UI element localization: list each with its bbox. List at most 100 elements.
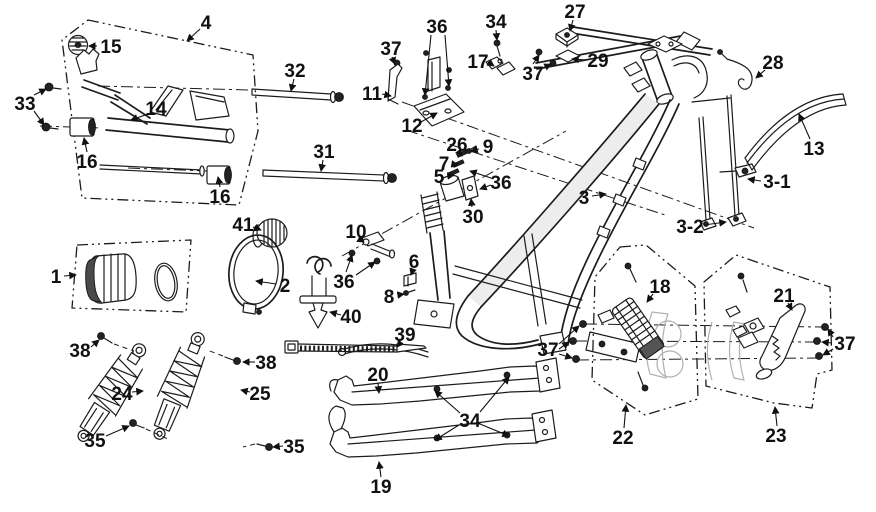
leader-line-37-49 xyxy=(827,328,835,338)
leader-line-36-26 xyxy=(469,169,492,179)
leader-line-37-49 xyxy=(821,338,833,347)
leader-line-32-6 xyxy=(288,78,297,92)
rear-stay-subframe xyxy=(691,94,757,231)
pivot-rods xyxy=(251,88,397,185)
stand-foot-pad xyxy=(149,85,184,117)
leader-line-12-21 xyxy=(420,112,438,123)
leader-line-37-14 xyxy=(542,63,552,71)
callout-label-38-38: 38 xyxy=(255,353,276,374)
leader-line-16-4 xyxy=(81,137,90,153)
mount-bolt xyxy=(569,337,577,345)
callout-label-9-23: 9 xyxy=(483,137,494,158)
leader-line-37-49 xyxy=(822,348,834,356)
leader-line-37-14 xyxy=(532,54,540,65)
cable-hook xyxy=(717,49,753,90)
leader-line-41-32 xyxy=(252,224,262,232)
tube-clip xyxy=(299,255,337,329)
leader-line-26-22 xyxy=(454,148,463,157)
bracket-30 xyxy=(461,175,479,201)
leader-line-37-48 xyxy=(558,341,570,350)
mount-bolt xyxy=(815,352,823,360)
leader-line-36-26 xyxy=(479,183,492,191)
callout-label-37-9: 37 xyxy=(380,39,401,60)
leader-line-35-41 xyxy=(105,425,130,437)
callout-label-3-19: 3 xyxy=(579,188,590,209)
leader-line-36-29 xyxy=(355,261,376,276)
callout-label-41-32: 41 xyxy=(232,215,254,236)
callout-label-13-16: 13 xyxy=(803,139,824,160)
callout-label-36-26: 36 xyxy=(490,173,511,194)
leader-line-3-2-18 xyxy=(703,219,727,227)
panel-center-stand-kit xyxy=(41,19,259,206)
callout-label-4-0: 4 xyxy=(201,13,212,34)
callout-label-7-24: 7 xyxy=(439,154,450,175)
leader-line-28-15 xyxy=(755,69,766,79)
leader-line-34-44 xyxy=(434,390,461,414)
leader-line-7-24 xyxy=(450,160,459,168)
leader-line-29-13 xyxy=(571,55,588,64)
callout-label-26-22: 26 xyxy=(446,135,467,156)
link-spacer-group xyxy=(348,231,396,265)
leader-line-34-10 xyxy=(492,29,501,41)
leader-line-37-48 xyxy=(558,325,580,345)
cable-tie xyxy=(284,340,427,354)
mount-bolt xyxy=(572,355,580,363)
callout-label-37-48: 37 xyxy=(537,340,558,361)
callout-label-32-6: 32 xyxy=(284,61,305,82)
leader-line-40-35 xyxy=(329,310,342,318)
leader-line-36-8 xyxy=(444,34,453,87)
panel-footrest-step xyxy=(569,244,699,416)
leader-line-19-45 xyxy=(376,461,384,478)
callout-label-37-14: 37 xyxy=(522,64,543,85)
leader-line-10-28 xyxy=(356,235,365,243)
step-board xyxy=(611,297,665,360)
intake-cap xyxy=(252,218,288,248)
callout-label-22-50: 22 xyxy=(612,428,633,449)
leader-line-33-2 xyxy=(33,110,45,126)
leader-line-18-46 xyxy=(646,293,655,303)
steering-head-assembly xyxy=(623,35,708,105)
shock-bolts xyxy=(97,332,273,451)
callout-label-3-1-17: 3-1 xyxy=(763,172,791,193)
callout-label-33-2: 33 xyxy=(14,94,35,115)
callout-label-39-36: 39 xyxy=(394,325,415,346)
leader-line-34-44 xyxy=(479,376,510,413)
callout-label-38-37: 38 xyxy=(69,341,90,362)
callout-label-18-46: 18 xyxy=(649,277,670,298)
panel-side-stand xyxy=(703,254,833,409)
stand-foot-pad xyxy=(189,90,230,121)
callout-label-40-35: 40 xyxy=(340,307,361,328)
callout-label-34-10: 34 xyxy=(485,12,507,33)
panel-headlight-case xyxy=(71,239,192,313)
leader-line-24-39 xyxy=(131,387,144,396)
mount-bolt xyxy=(821,323,829,331)
callout-label-1-33: 1 xyxy=(51,267,62,288)
leader-line-3-19 xyxy=(591,191,607,199)
callout-label-23-51: 23 xyxy=(765,426,786,447)
leader-line-30-27 xyxy=(468,198,476,208)
leader-line-23-51 xyxy=(771,406,780,427)
mount-bolt xyxy=(579,320,587,328)
leader-line-5-25 xyxy=(446,172,455,180)
stand-stopper-bracket xyxy=(75,48,100,75)
leader-line-1-33 xyxy=(63,271,77,280)
callout-label-31-7: 31 xyxy=(313,142,335,163)
leader-line-21-47 xyxy=(785,302,793,311)
leader-line-34-44 xyxy=(434,424,460,441)
leader-line-3-1-17 xyxy=(747,176,762,184)
leader-line-37-9 xyxy=(388,56,396,65)
leader-line-27-12 xyxy=(568,19,576,32)
callout-label-14-3: 14 xyxy=(145,99,167,120)
callout-label-21-47: 21 xyxy=(773,286,795,307)
leader-line-8-31 xyxy=(396,291,405,299)
plate-29 xyxy=(555,49,581,63)
callout-label-2-34: 2 xyxy=(280,276,291,297)
callout-label-8-31: 8 xyxy=(384,287,395,308)
callout-label-15-1: 15 xyxy=(100,37,122,58)
callout-label-37-49: 37 xyxy=(834,334,855,355)
callout-label-36-8: 36 xyxy=(426,17,447,38)
leader-line-4-0 xyxy=(186,28,201,42)
